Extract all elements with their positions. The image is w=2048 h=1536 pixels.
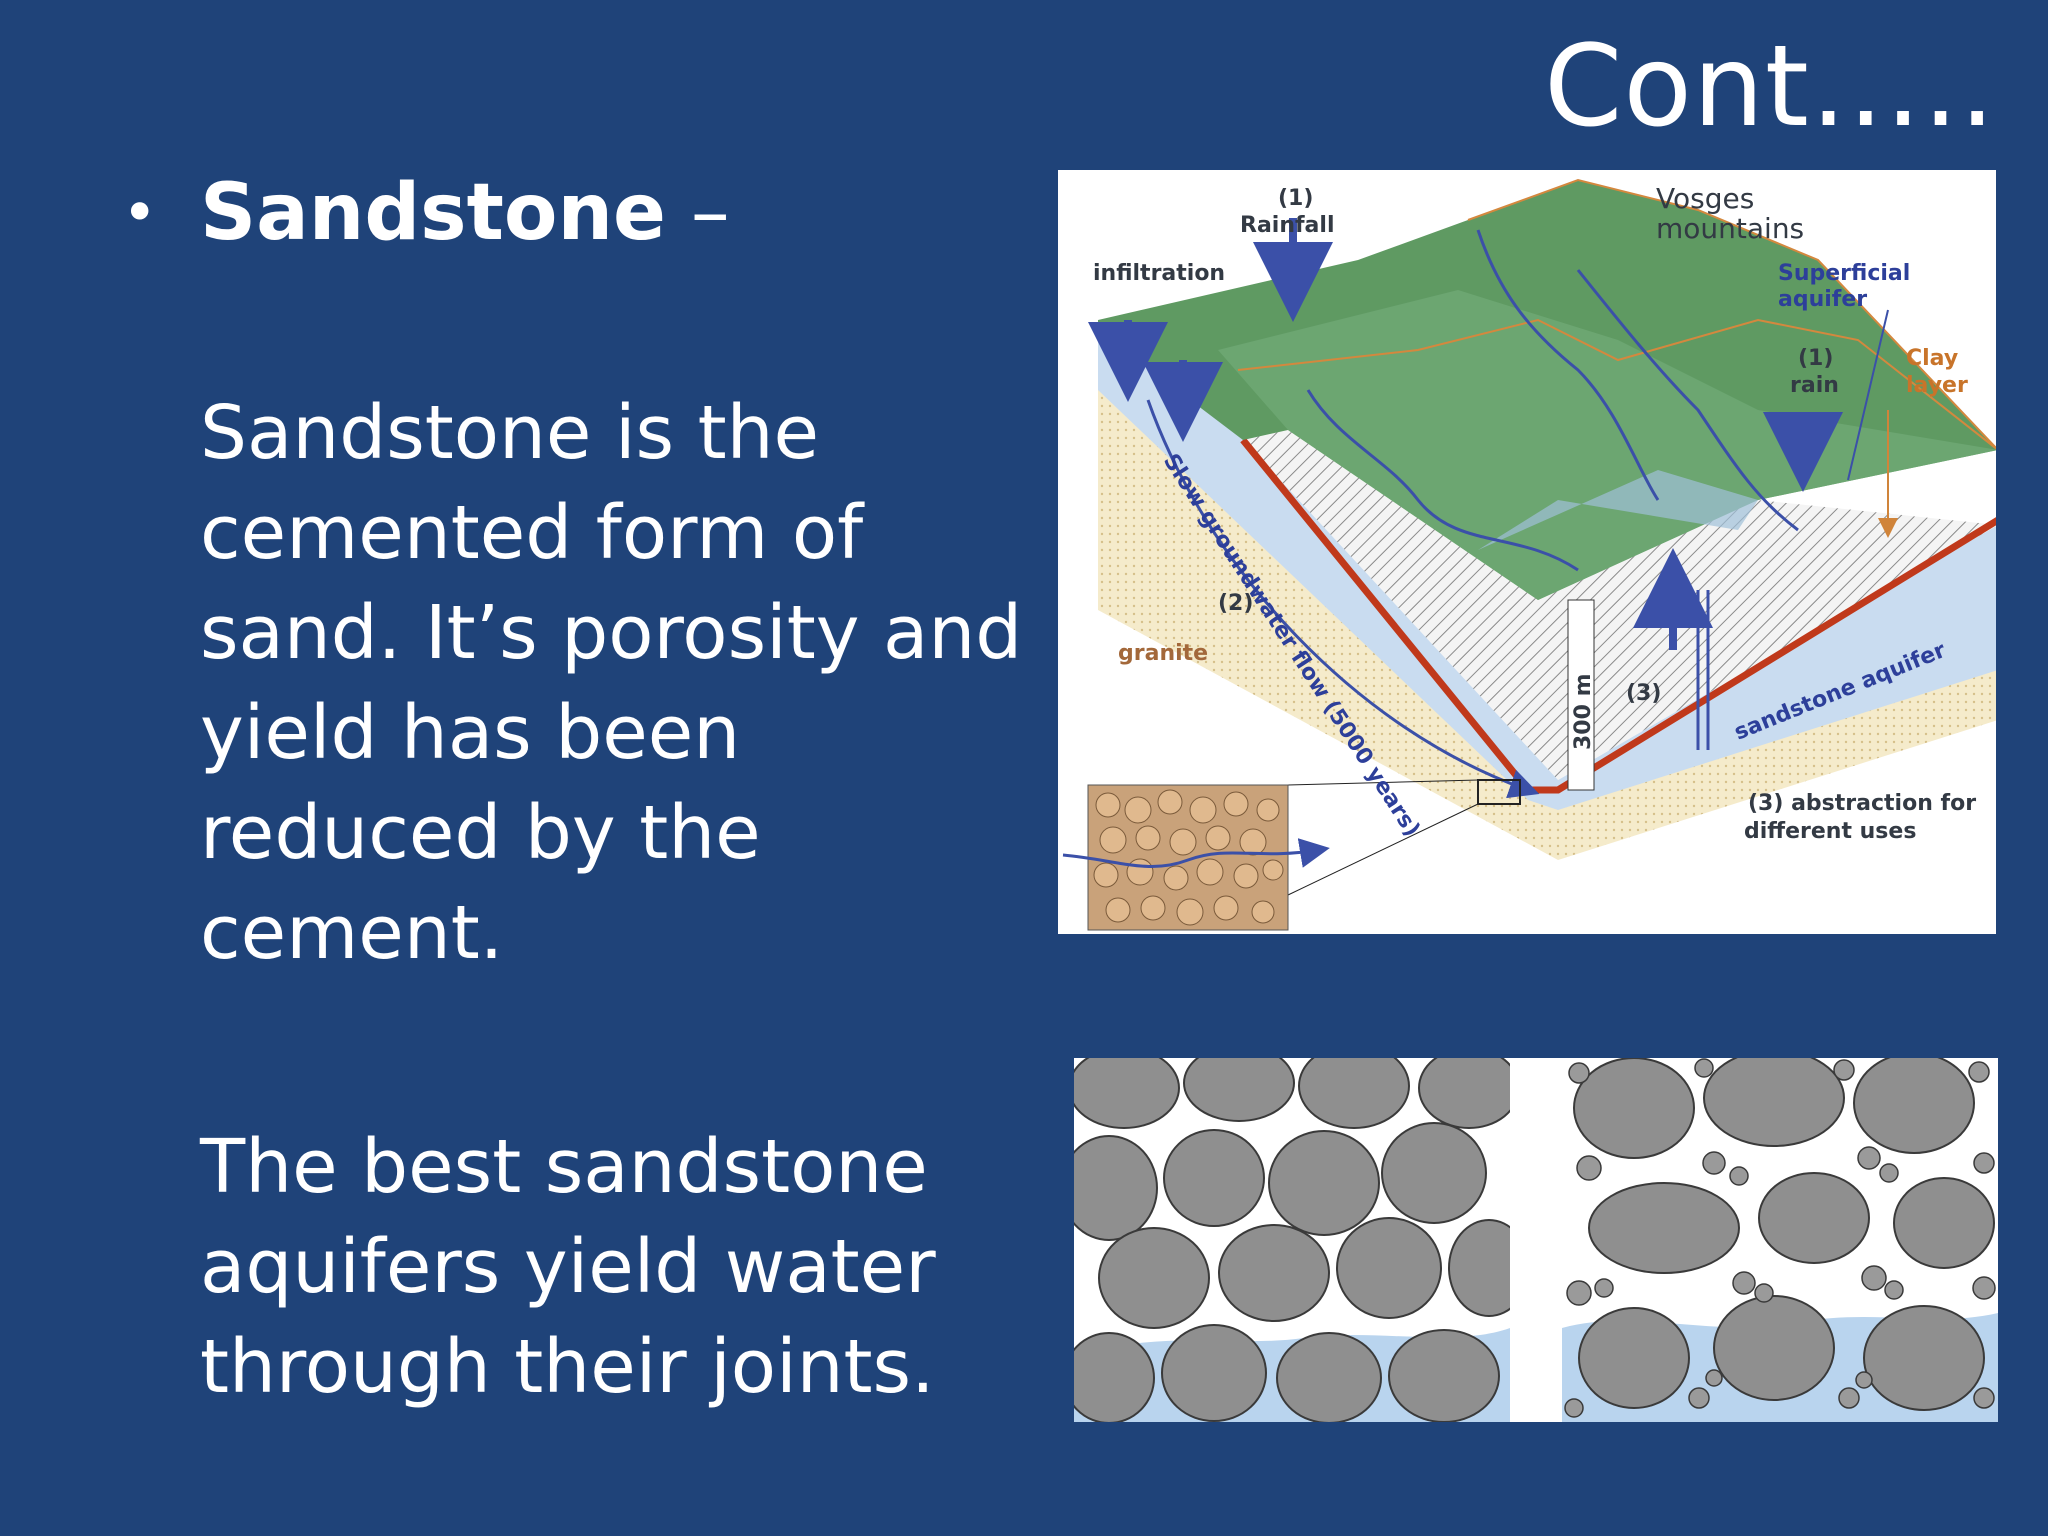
superficial-aquifer-zone bbox=[1478, 470, 1758, 550]
aquifer-block-diagram: (1) Rainfall infiltration Vosges mountai… bbox=[1058, 170, 1996, 934]
panel-gap bbox=[1510, 1058, 1562, 1422]
label-infiltration: infiltration bbox=[1093, 261, 1225, 286]
bullet-sandstone: • Sandstone – bbox=[122, 168, 730, 258]
slide-title: Cont….. bbox=[1544, 22, 1996, 152]
superficial-aquifer-pointer bbox=[1847, 309, 1889, 481]
well-sorted-panel bbox=[1074, 1058, 1530, 1422]
bullet-heading: Sandstone bbox=[200, 168, 666, 258]
inset-flow-arrow bbox=[1062, 838, 1330, 868]
label-rainfall: Rainfall bbox=[1240, 213, 1335, 238]
river-1 bbox=[1306, 389, 1579, 572]
inset-connector-1 bbox=[1287, 779, 1479, 786]
groundwater-flow-arrow bbox=[1146, 399, 1540, 799]
label-rain-number: (1) bbox=[1798, 346, 1833, 371]
label-different-uses: different uses bbox=[1744, 819, 1916, 844]
mountain-ridge bbox=[1467, 178, 1996, 450]
aquifer-diagram-svg: (1) Rainfall infiltration Vosges mountai… bbox=[1062, 178, 1996, 931]
label-mountains: mountains bbox=[1656, 212, 1804, 245]
label-number-3: (3) bbox=[1626, 681, 1661, 706]
bullet-marker: • bbox=[122, 178, 158, 248]
terrain-valley bbox=[1218, 290, 1996, 600]
inset-source-box bbox=[1477, 779, 1521, 805]
label-number-2: (2) bbox=[1218, 591, 1253, 616]
label-depth: 300 m bbox=[1571, 673, 1596, 750]
bullet-suffix: – bbox=[665, 168, 730, 258]
clay-hatched-layer bbox=[1243, 430, 1996, 780]
label-layer: layer bbox=[1906, 373, 1968, 398]
label-superficial: Superficial bbox=[1778, 261, 1910, 286]
paragraph-porosity: Sandstone is the cemented form of sand. … bbox=[200, 390, 1023, 976]
depth-scale bbox=[1567, 599, 1595, 791]
label-vosges: Vosges bbox=[1656, 182, 1754, 215]
inset-connector-2 bbox=[1287, 803, 1479, 896]
poorly-sorted-panel bbox=[1562, 1058, 1998, 1422]
terrain-contour bbox=[1237, 318, 1996, 450]
river-3 bbox=[1576, 269, 1799, 532]
river-2 bbox=[1476, 229, 1660, 501]
label-granite: granite bbox=[1118, 641, 1208, 666]
inset-grains bbox=[1093, 789, 1284, 926]
clay-layer-line bbox=[1240, 437, 1996, 794]
label-clay: Clay bbox=[1906, 346, 1958, 371]
label-abstraction: (3) abstraction for bbox=[1748, 791, 1976, 816]
grain-packing-svg bbox=[1074, 1058, 1998, 1422]
paragraph-joints: The best sandstone aquifers yield water … bbox=[200, 1124, 936, 1410]
aquifer-right-face bbox=[1558, 526, 1996, 810]
label-rain: rain bbox=[1790, 373, 1839, 398]
grain-packing-figure bbox=[1074, 1058, 1998, 1422]
label-rainfall-number: (1) bbox=[1278, 186, 1313, 211]
label-aquifer: aquifer bbox=[1778, 287, 1867, 312]
